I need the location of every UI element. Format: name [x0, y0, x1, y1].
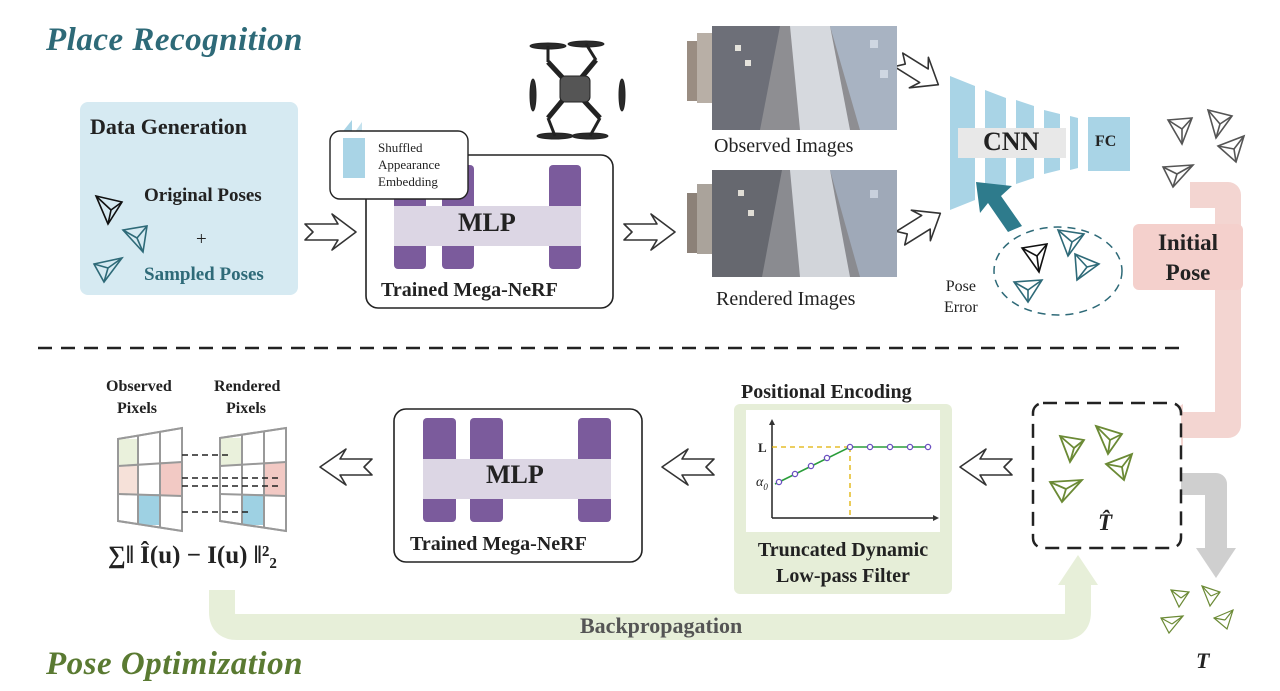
mlp-bottom-net: [423, 418, 611, 522]
pose-error-line-1: Pose: [945, 278, 976, 295]
fc-label: FC: [1095, 133, 1117, 150]
pose-error-ellipse: [993, 226, 1123, 316]
section-title-place-recognition: Place Recognition: [46, 22, 303, 58]
t-final-label: T: [1196, 648, 1210, 673]
plot-points: [775, 443, 932, 486]
mlp-bottom-label: MLP: [486, 460, 544, 489]
arrow-rendered-to-cnn: [895, 209, 942, 246]
pose-error-arrow: [976, 182, 1022, 232]
arrow-observed-to-cnn: [893, 52, 940, 89]
pose-error-poses: [1012, 228, 1101, 304]
mlp-top-label: MLP: [458, 208, 516, 237]
section-title-pose-optimization: Pose Optimization: [46, 646, 303, 682]
initial-pose-label: Initial Pose: [1133, 228, 1243, 288]
observed-images-stack: [687, 26, 897, 130]
fc-layer: [1088, 117, 1130, 171]
pose-error-line-2: Error: [944, 299, 978, 316]
mlp-bottom-caption: Trained Mega-NeRF: [410, 533, 587, 555]
rendered-images-stack: [687, 170, 897, 277]
rendered-pixels-grid: [219, 426, 287, 533]
rendered-images-label: Rendered Images: [716, 288, 856, 310]
t-hat-poses: [1048, 424, 1134, 504]
t-hat-box: [1031, 401, 1183, 550]
encoding-caption: Truncated Dynamic Low-pass Filter: [734, 537, 952, 589]
mlp-top-caption: Trained Mega-NeRF: [381, 279, 558, 301]
alpha-symbol: α: [756, 475, 764, 490]
plus-sign: +: [196, 229, 207, 250]
data-generation-title: Data Generation: [90, 114, 248, 139]
mlp-top-net: [394, 165, 581, 269]
appearance-embedding-label: Shuffled Appearance Embedding: [378, 139, 440, 190]
pixel-correspondence-lines: [182, 454, 278, 513]
rendered-pixels-line-1: Rendered: [214, 378, 281, 395]
cnn-network: [950, 76, 1078, 210]
arrow-mlp-to-images: [623, 213, 676, 251]
plot-alpha-label: α0: [756, 475, 768, 492]
encoding-caption-line-2: Low-pass Filter: [776, 565, 910, 587]
loss-formula: ∑‖ Î(u) − I(u) ‖²₂: [108, 542, 277, 569]
observed-images-label: Observed Images: [714, 135, 854, 157]
cnn-label: CNN: [983, 127, 1040, 156]
arrow-datagen-to-mlp: [304, 213, 357, 251]
encoding-plot: [769, 419, 939, 521]
rendered-pixels-line-2: Pixels: [226, 400, 266, 417]
positional-encoding-title: Positional Encoding: [741, 381, 912, 403]
drone-icon: [529, 40, 626, 140]
t-hat-label: T̂: [1098, 510, 1113, 535]
alpha-subscript: 0: [763, 481, 768, 492]
arrow-mlp-to-pixels: [319, 448, 373, 486]
encoding-plot-area: [746, 410, 940, 532]
appearance-line-3: Embedding: [378, 174, 438, 189]
arrow-encoding-to-mlp: [661, 448, 715, 486]
initial-pose-line-1: Initial: [1157, 230, 1219, 255]
plot-L-label: L: [758, 440, 767, 455]
observed-pixels-grid: [117, 426, 183, 533]
refine-arrow: [1180, 473, 1236, 578]
appearance-embedding: [329, 120, 469, 200]
observed-pixels-line-1: Observed: [106, 378, 172, 395]
observed-pixels-line-2: Pixels: [117, 400, 157, 417]
appearance-line-2: Appearance: [378, 157, 441, 172]
t-final-poses: [1160, 585, 1234, 635]
rendered-pixels-label: Rendered Pixels: [214, 376, 281, 420]
observed-pixels-label: Observed Pixels: [106, 376, 172, 420]
original-pose-icon: [94, 194, 124, 226]
original-poses-label: Original Poses: [144, 185, 262, 206]
sampled-pose-icon-2: [92, 256, 124, 284]
data-generation-box: [80, 102, 298, 295]
sampled-pose-icon-1: [121, 225, 148, 254]
initial-pose-line-2: Pose: [1165, 260, 1211, 285]
sampled-poses-label: Sampled Poses: [144, 264, 264, 285]
backprop-flow: [209, 555, 1098, 640]
appearance-line-1: Shuffled: [378, 140, 423, 155]
predicted-poses-top: [1161, 108, 1246, 189]
arrow-t-to-encoding: [959, 448, 1013, 486]
backpropagation-label: Backpropagation: [580, 613, 743, 638]
encoding-caption-line-1: Truncated Dynamic: [757, 539, 929, 561]
pose-error-label: Pose Error: [944, 276, 978, 318]
